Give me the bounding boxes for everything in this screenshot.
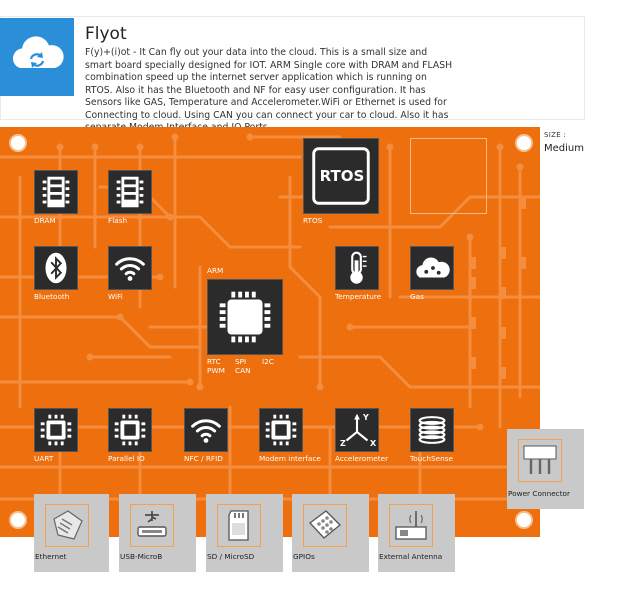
size-value[interactable]: Medium — [544, 143, 584, 154]
connector-label: GPIOs — [293, 552, 315, 561]
connector-ethernet[interactable]: Ethernet — [34, 494, 109, 572]
component-label: Flash — [108, 216, 128, 225]
antenna-icon — [389, 504, 433, 547]
power-connector-icon — [518, 439, 562, 482]
component-label: UART — [34, 454, 54, 463]
thermometer-icon — [335, 246, 379, 290]
product-header — [0, 16, 585, 120]
mount-hole — [515, 511, 533, 529]
component-label: DRAM — [34, 216, 56, 225]
circuit-board: DRAM Flash RTOS RTOS Bluetooth WiFi ARM — [0, 127, 540, 537]
connector-label: External Antenna — [379, 552, 443, 561]
component-label: WiFi — [108, 292, 123, 301]
gpio-header-icon — [303, 504, 347, 547]
mount-hole — [9, 511, 27, 529]
coil-icon — [410, 408, 454, 452]
component-label: NFC / RFID — [184, 454, 223, 463]
product-description: F(y)+(i)ot - It Can fly out your data in… — [85, 47, 453, 133]
component-label: TouchSense — [410, 454, 453, 463]
xyz-axes-icon: Y Z X — [335, 408, 379, 452]
sd-card-icon — [217, 504, 261, 547]
chip-icon — [34, 408, 78, 452]
component-label: Gas — [410, 292, 424, 301]
axis-y-label: Y — [363, 413, 369, 422]
connector-usb[interactable]: USB-MicroB — [119, 494, 196, 572]
component-label: Temperature — [335, 292, 382, 301]
ethernet-port-icon — [45, 504, 89, 547]
expansion-slot — [410, 138, 487, 214]
axis-z-label: Z — [340, 439, 346, 448]
memory-chip-icon — [108, 170, 152, 214]
mount-hole — [515, 134, 533, 152]
chip-icon — [259, 408, 303, 452]
cloud-sync-icon — [12, 36, 64, 68]
memory-chip-icon — [34, 170, 78, 214]
wifi-icon — [108, 246, 152, 290]
component-label: RTOS — [303, 216, 323, 225]
gas-cloud-icon — [410, 246, 454, 290]
connector-label: Ethernet — [35, 552, 67, 561]
connector-gpios[interactable]: GPIOs — [292, 494, 369, 572]
arm-pin-spi: SPI — [235, 357, 247, 366]
component-label: Modem interface — [259, 454, 321, 463]
rtos-chip-text: RTOS — [319, 167, 365, 185]
size-label: SIZE : — [544, 131, 567, 139]
product-logo — [0, 18, 74, 96]
product-title: Flyot — [85, 24, 127, 44]
arm-pin-can: CAN — [235, 366, 251, 375]
connector-sd[interactable]: SD / MicroSD — [206, 494, 283, 572]
connector-antenna[interactable]: External Antenna — [378, 494, 455, 572]
rtos-icon: RTOS — [303, 138, 379, 214]
arm-pin-pwm: PWM — [207, 366, 225, 375]
chip-icon — [108, 408, 152, 452]
processor-icon — [207, 279, 283, 355]
axis-x-label: X — [370, 439, 377, 448]
arm-pin-rtc: RTC — [207, 357, 221, 366]
usb-icon — [130, 504, 174, 547]
connector-label: Power Connector — [508, 489, 571, 498]
component-label: Bluetooth — [34, 292, 70, 301]
mount-hole — [9, 134, 27, 152]
bluetooth-icon — [34, 246, 78, 290]
component-label: Accelerometer — [335, 454, 389, 463]
component-label: Parallel IO — [108, 454, 145, 463]
wifi-icon — [184, 408, 228, 452]
arm-pin-i2c: I2C — [262, 357, 274, 366]
connector-power[interactable]: Power Connector — [507, 429, 584, 509]
component-label: ARM — [207, 266, 224, 275]
connector-label: SD / MicroSD — [207, 552, 255, 561]
connector-label: USB-MicroB — [120, 552, 163, 561]
